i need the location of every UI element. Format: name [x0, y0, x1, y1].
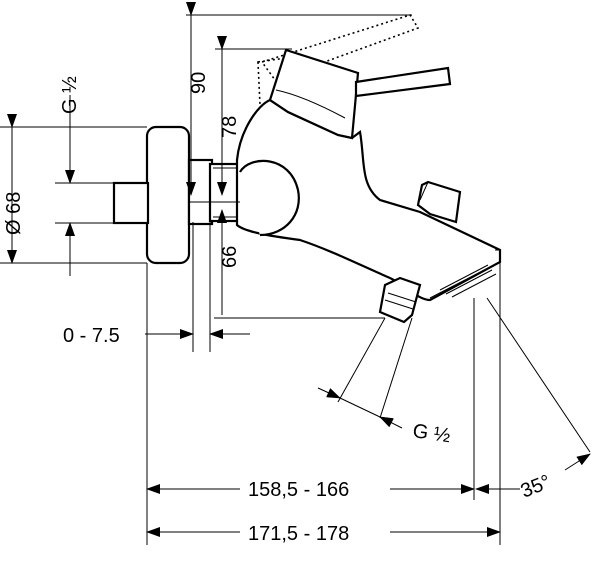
label-angle-35: 35° [518, 471, 554, 503]
inlet-stub [112, 181, 150, 225]
label-dim-78: 78 [219, 116, 241, 138]
label-width-inner: 158,5 - 166 [248, 479, 349, 501]
label-dim-66: 66 [219, 246, 241, 268]
label-offset: 0 - 7.5 [63, 325, 120, 347]
connector-nut-right [208, 162, 242, 223]
lever-rod [354, 66, 452, 98]
aerator-lines [439, 264, 497, 298]
label-dim-90: 90 [188, 72, 210, 94]
lever-alt-position [260, 14, 420, 81]
label-diameter-68: Ø 68 [3, 192, 25, 235]
wall-rosette [145, 125, 191, 265]
shower-outlet [378, 276, 422, 324]
body-ball [239, 159, 300, 237]
handle-housing [268, 48, 360, 140]
label-g-half-left: G ½ [59, 76, 81, 114]
connector-nut-left [187, 158, 214, 226]
faucet-body [112, 14, 502, 324]
dimension-lines [0, 2, 591, 545]
label-width-outer: 171,5 - 178 [248, 523, 349, 545]
label-g-half-bottom: G ½ [411, 420, 452, 447]
